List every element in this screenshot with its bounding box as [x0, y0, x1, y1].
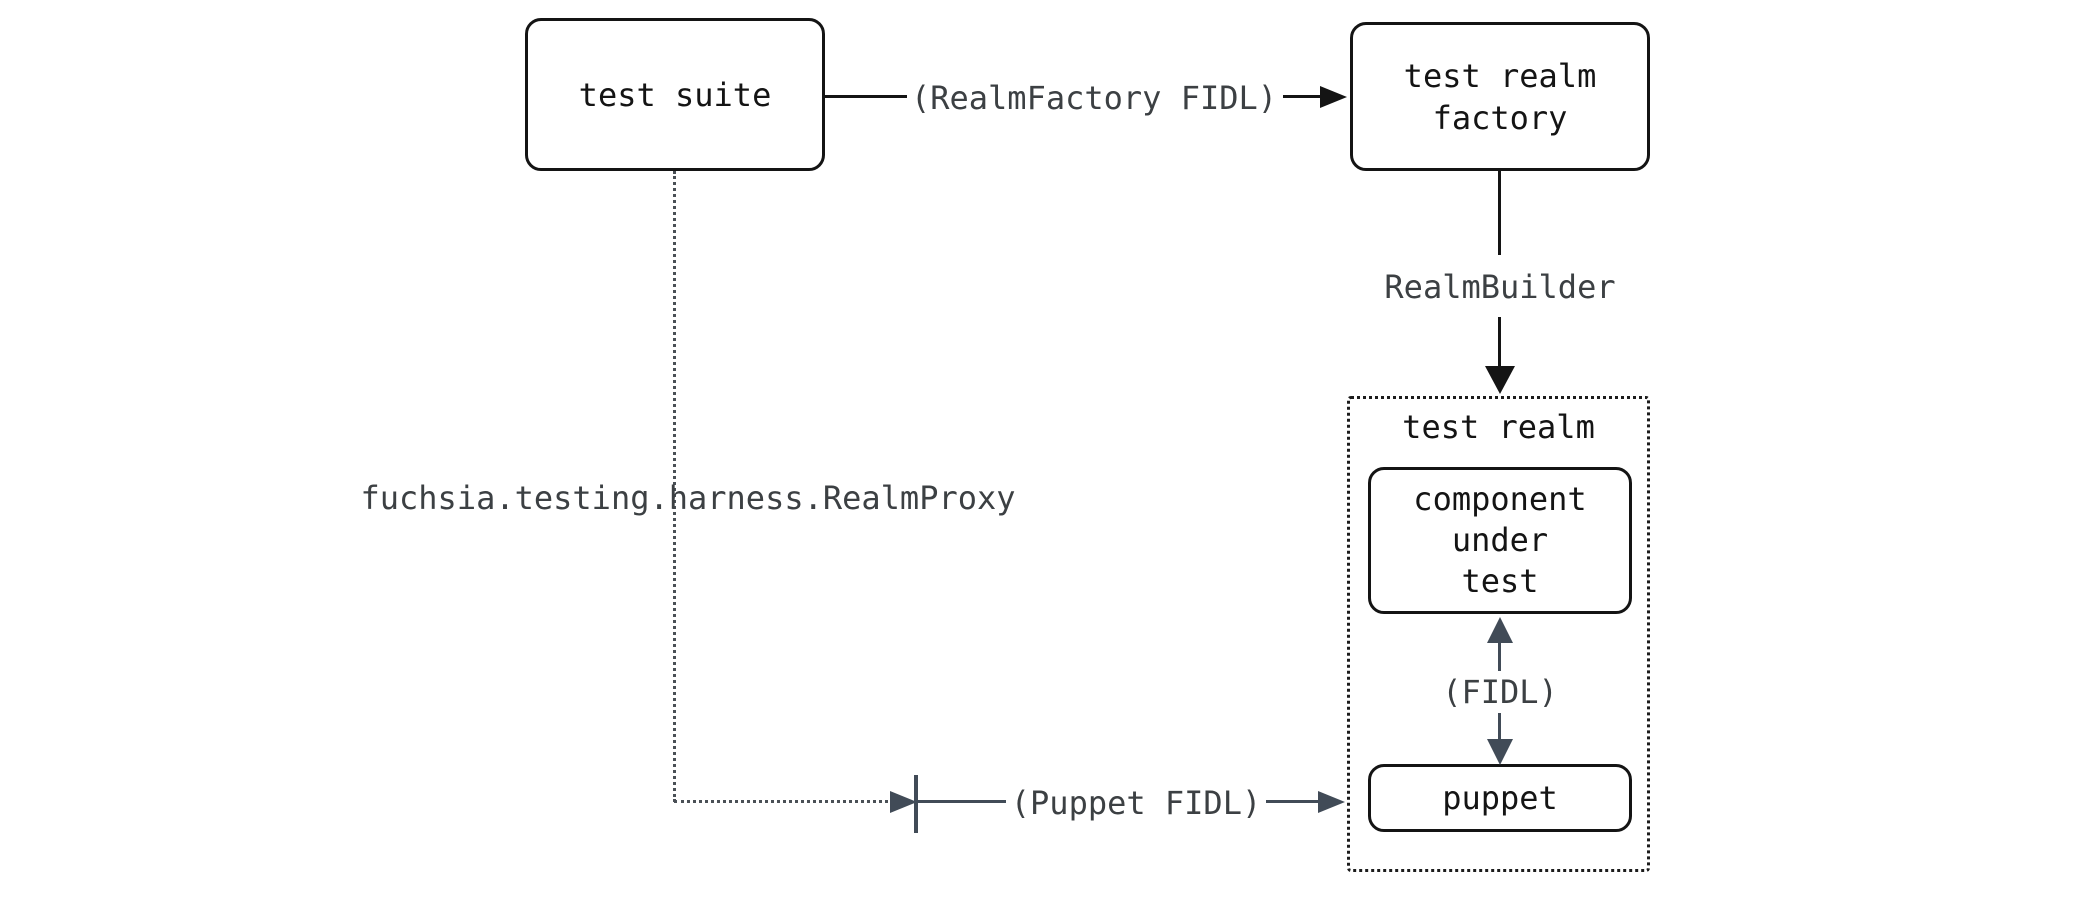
node-component-under-test: component under test — [1368, 467, 1632, 614]
edge-realm-proxy-dotted-horizontal — [674, 800, 894, 803]
node-test-realm-factory-label-line1: test realm — [1403, 56, 1597, 95]
edge-puppet-fidl-boundary-tick — [914, 775, 918, 833]
node-component-under-test-label-line3: test — [1461, 562, 1539, 600]
edge-fidl-arrowhead-up-icon — [1487, 617, 1513, 643]
edge-realm-builder-line-bottom — [1498, 317, 1501, 369]
edge-realm-proxy-arrowhead-icon — [890, 791, 917, 813]
node-component-under-test-label-line1: component — [1413, 480, 1587, 518]
edge-realm-builder-arrowhead-icon — [1485, 366, 1515, 394]
edge-puppet-fidl-arrowhead-icon — [1318, 791, 1345, 813]
node-puppet: puppet — [1368, 764, 1632, 832]
container-test-realm-title: test realm — [1402, 408, 1595, 446]
node-test-suite-label: test suite — [578, 75, 772, 114]
edge-fidl-line-bottom — [1498, 713, 1501, 741]
edge-fidl-arrowhead-down-icon — [1487, 739, 1513, 765]
edge-realm-builder-label: RealmBuilder — [1384, 268, 1616, 306]
node-test-realm-factory-label-line2: factory — [1432, 98, 1568, 137]
edge-puppet-fidl-line-right — [1266, 800, 1320, 803]
edge-realm-builder-line-top — [1498, 171, 1501, 255]
edge-realm-factory-fidl-arrowhead-icon — [1320, 86, 1347, 108]
node-puppet-label: puppet — [1442, 779, 1558, 817]
node-test-realm-factory: test realm factory — [1350, 22, 1650, 171]
edge-fidl-label: (FIDL) — [1442, 673, 1558, 711]
edge-puppet-fidl-label: (Puppet FIDL) — [1010, 784, 1262, 822]
container-test-realm — [1347, 396, 1650, 872]
edge-realm-factory-fidl-line-right — [1283, 95, 1323, 98]
edge-fidl-line-top — [1498, 641, 1501, 671]
node-test-suite: test suite — [525, 18, 825, 171]
node-component-under-test-label-line2: under — [1451, 521, 1549, 559]
edge-realm-proxy-dotted-vertical — [673, 171, 676, 802]
edge-realm-proxy-label: fuchsia.testing.harness.RealmProxy — [360, 479, 1016, 517]
edge-puppet-fidl-line-left — [918, 800, 1006, 803]
edge-realm-factory-fidl-line-left — [825, 95, 907, 98]
edge-realm-factory-fidl-label: (RealmFactory FIDL) — [910, 79, 1278, 117]
